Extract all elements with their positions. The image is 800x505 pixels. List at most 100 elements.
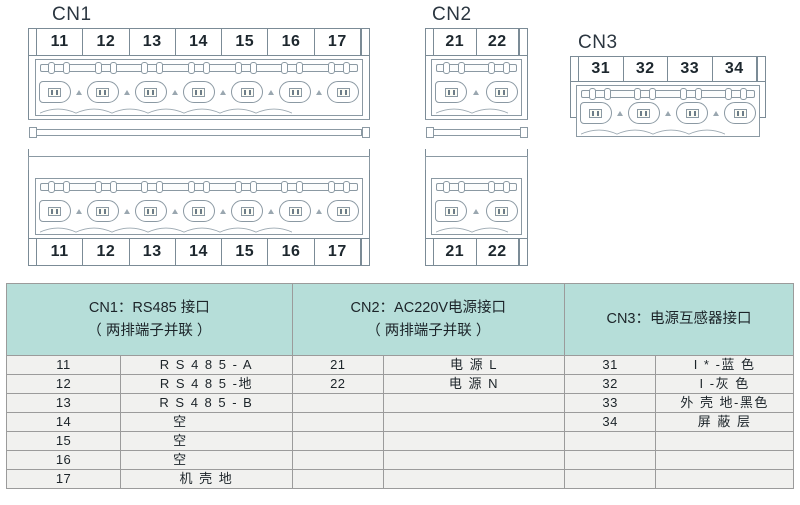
terminal-function-cell bbox=[382, 393, 565, 413]
terminal-number-cell bbox=[291, 431, 384, 451]
cn1-terminal-row-top bbox=[35, 59, 363, 116]
rail-cap bbox=[281, 181, 289, 193]
clamp-rail bbox=[40, 183, 358, 191]
cn1-bottom-terminal-number-12: 12 bbox=[83, 239, 130, 265]
edge-pad-right bbox=[360, 29, 369, 55]
header-cn2-line1: CN2：AC220V电源接口 bbox=[350, 300, 507, 317]
screw-head-icon bbox=[444, 87, 458, 97]
screw-head-icon bbox=[288, 87, 302, 97]
rail-cap bbox=[48, 62, 56, 74]
terminal-number-cell: 31 bbox=[563, 355, 657, 375]
cn1-terminal-row-bottom bbox=[35, 178, 363, 235]
rail-cap bbox=[342, 62, 350, 74]
rail-cap bbox=[740, 88, 748, 100]
terminal-number-cell bbox=[563, 469, 657, 489]
cn3-main-terminal-number-31: 31 bbox=[579, 57, 624, 81]
terminal-number-cell: 33 bbox=[563, 393, 657, 413]
terminal-number-cell: 14 bbox=[5, 412, 122, 432]
terminal-function-cell: 屏 蔽 层 bbox=[655, 412, 794, 432]
header-cn1: CN1：RS485 接口 （ 两排端子并联 ） bbox=[6, 283, 293, 356]
terminal-function-cell bbox=[655, 450, 794, 470]
terminal-number-cell bbox=[563, 450, 657, 470]
cn1-bottom-terminal-number-17: 17 bbox=[315, 239, 361, 265]
terminal-number-cell: 15 bbox=[5, 431, 122, 451]
edge-pad-left bbox=[426, 29, 434, 55]
rail-cap bbox=[649, 88, 657, 100]
polarity-triangle-icon bbox=[123, 208, 130, 214]
terminal-function-cell: 外 壳 地-黑色 bbox=[655, 393, 794, 413]
header-cn2: CN2：AC220V电源接口 （ 两排端子并联 ） bbox=[291, 283, 565, 356]
screw-head-icon bbox=[336, 87, 350, 97]
rail-cap bbox=[63, 181, 71, 193]
rail-cap bbox=[188, 181, 195, 193]
cn1-top-screw-terminal-1 bbox=[38, 81, 71, 103]
edge-pad-right bbox=[757, 57, 765, 81]
edge-pad-left bbox=[426, 239, 434, 265]
cn3-main-screw-terminal-4 bbox=[724, 102, 757, 124]
cn2-terminal-row-bottom bbox=[431, 178, 522, 235]
rail-cap bbox=[502, 62, 510, 74]
terminal-function-cell: R S 4 8 5 - A bbox=[120, 355, 293, 375]
screw-head-icon bbox=[444, 206, 458, 216]
housing-wave-profile bbox=[436, 108, 508, 114]
polarity-triangle-icon bbox=[473, 208, 480, 214]
polarity-triangle-icon bbox=[268, 89, 275, 95]
rail-cap bbox=[141, 181, 149, 193]
edge-pad-right bbox=[360, 239, 369, 265]
screw-head-icon bbox=[192, 87, 206, 97]
terminal-number-cell: 13 bbox=[5, 393, 122, 413]
cn2-top-screw-terminal-1 bbox=[435, 81, 468, 103]
terminal-function-cell bbox=[382, 431, 565, 451]
rail-cap bbox=[342, 181, 350, 193]
terminal-number-cell: 16 bbox=[5, 450, 122, 470]
rail-cap bbox=[603, 88, 611, 100]
terminal-function-cell: 机 壳 地 bbox=[120, 469, 293, 489]
terminal-function-cell bbox=[382, 450, 565, 470]
clamp-rail bbox=[436, 64, 517, 72]
polarity-triangle-icon bbox=[664, 110, 671, 116]
housing-wave-profile bbox=[436, 227, 508, 233]
cn1-top-screw-terminal-3 bbox=[134, 81, 167, 103]
cn1-top-terminal-number-11: 11 bbox=[37, 29, 84, 55]
terminal-function-cell: 空 bbox=[120, 431, 293, 451]
header-cn2-line2: （ 两排端子并联 ） bbox=[366, 322, 491, 339]
rail-cap bbox=[109, 181, 117, 193]
cn1-bottom-terminal-number-13: 13 bbox=[130, 239, 176, 265]
terminal-function-cell: 电 源 L bbox=[382, 355, 565, 375]
cn1-bottom-screw-terminal-7 bbox=[327, 200, 360, 222]
housing-wave-profile bbox=[40, 227, 292, 233]
rail-cap bbox=[63, 62, 71, 74]
terminal-number-cell bbox=[563, 431, 657, 451]
edge-pad-left bbox=[29, 29, 37, 55]
cn2-terminal-row-top bbox=[431, 59, 522, 116]
terminal-number-cell: 12 bbox=[5, 374, 122, 394]
cn1-top-terminal-number-16: 16 bbox=[268, 29, 315, 55]
cn1-top-screw-terminal-2 bbox=[86, 81, 119, 103]
cn1-lower-shelf bbox=[28, 156, 370, 170]
screw-head-icon bbox=[336, 206, 350, 216]
terminal-number-cell: 32 bbox=[563, 374, 657, 394]
cn2-bottom-terminal-number-21: 21 bbox=[434, 239, 477, 265]
cn2-mid-rail-cap-right bbox=[520, 127, 528, 138]
cn3-main-screw-terminal-3 bbox=[676, 102, 709, 124]
cn1-top-screw-terminal-5 bbox=[231, 81, 264, 103]
rail-cap bbox=[458, 62, 466, 74]
cn1-top-terminal-number-12: 12 bbox=[83, 29, 130, 55]
screw-terminal-row bbox=[432, 192, 521, 230]
rail-cap bbox=[487, 181, 495, 193]
polarity-triangle-icon bbox=[171, 89, 178, 95]
cn1-mid-rail-cap-right bbox=[362, 127, 370, 138]
rail-cap bbox=[203, 181, 210, 193]
cn3-main-screw-terminal-2 bbox=[627, 102, 660, 124]
rail-cap bbox=[296, 62, 304, 74]
rail-cap bbox=[458, 181, 466, 193]
cn1-top-terminal-number-13: 13 bbox=[130, 29, 176, 55]
